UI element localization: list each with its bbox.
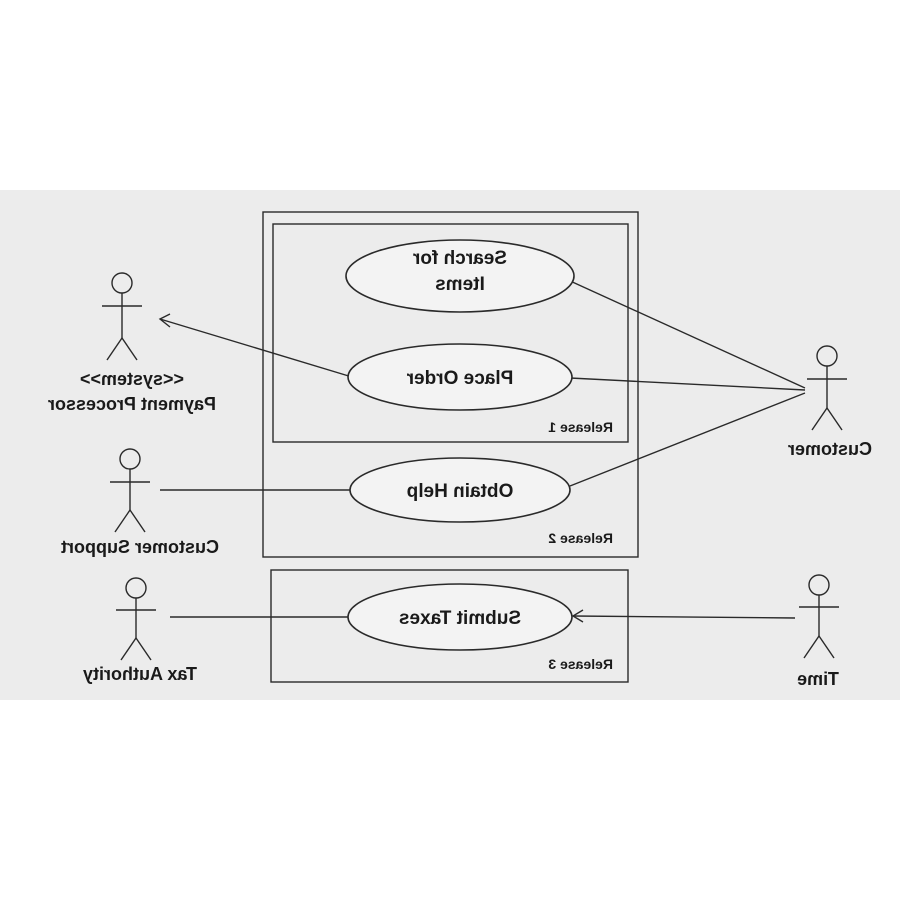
customer-support-actor-icon xyxy=(110,448,150,533)
release-1-label: Release 1 xyxy=(548,419,613,435)
search-for-items-label-2: Items xyxy=(435,274,485,295)
order-processor-arrowhead xyxy=(158,313,171,328)
place-order-ellipse xyxy=(347,343,573,411)
obtain-help-ellipse xyxy=(349,457,571,523)
tax-authority-label: Tax Authority xyxy=(83,664,197,684)
time-taxes-arrowhead xyxy=(571,609,584,623)
customer-label: Customer xyxy=(788,439,872,459)
search-customer-line xyxy=(567,279,806,389)
order-customer-line xyxy=(569,377,806,391)
release-1-box xyxy=(272,223,629,443)
release-3-label: Release 3 xyxy=(548,656,613,672)
payment-processor-actor-icon xyxy=(102,272,142,361)
help-customer-line xyxy=(569,392,806,487)
order-processor-line xyxy=(159,318,353,378)
payment-processor-label: Payment Processor xyxy=(48,394,216,414)
customer-support-label: Customer Support xyxy=(61,537,219,557)
tax-authority-actor-icon xyxy=(116,577,156,661)
search-for-items-ellipse xyxy=(345,239,575,313)
submit-taxes-ellipse xyxy=(347,583,573,651)
customer-actor-icon xyxy=(807,345,847,431)
obtain-help-label: Obtain Help xyxy=(407,481,514,502)
release-2-box xyxy=(262,211,639,558)
time-taxes-line xyxy=(572,615,796,619)
search-for-items-label-1: Search for xyxy=(412,248,507,269)
place-order-label: Place Order xyxy=(406,368,513,389)
time-label: Time xyxy=(797,669,839,689)
time-actor-icon xyxy=(799,574,839,659)
release-3-box xyxy=(270,569,629,683)
payment-processor-stereotype: <<system>> xyxy=(80,369,184,389)
submit-taxes-label: Submit Taxes xyxy=(399,608,521,629)
release-2-label: Release 2 xyxy=(548,530,613,546)
